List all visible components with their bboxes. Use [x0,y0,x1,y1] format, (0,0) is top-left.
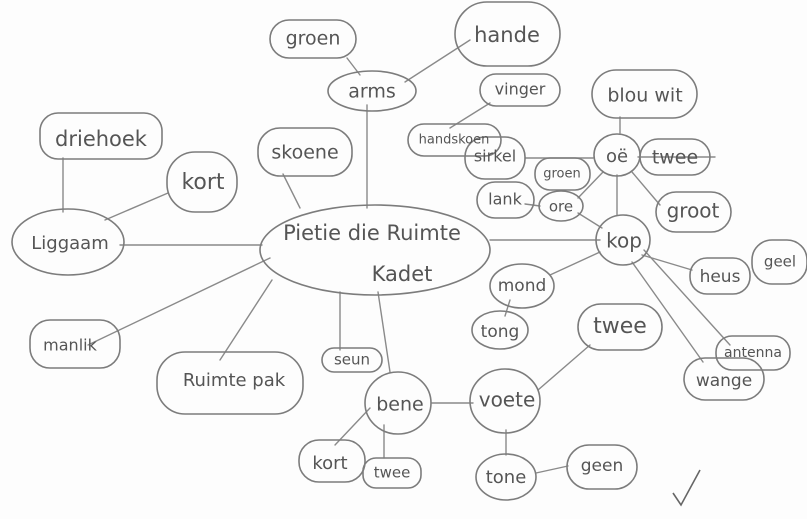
twee-bottom-label: twee [374,464,411,482]
node-shapes [11,1,807,501]
central-node-outline [259,204,491,296]
groen-small-outline [534,157,591,191]
kort-top-label: kort [181,170,224,195]
wange-label: wange [696,371,752,391]
ore-label: ore [549,198,573,216]
edge-center-manlik [87,257,271,346]
wange-outline [683,357,765,401]
central-label-line2: Kadet [372,262,433,286]
heus-label: heus [700,267,741,287]
edge-kop-heus [641,254,693,271]
tong-outline [471,310,529,350]
mond-outline [489,263,555,309]
geen-label: geen [581,456,623,476]
edge-kop-wange [631,261,704,363]
tong-label: tong [481,322,520,342]
node-labels: Pietie die Ruimte Kadet groen hande arms… [31,23,796,488]
edge-voete-twee [537,344,591,391]
edge-ore-lank [524,203,541,207]
oe-label: oë [606,146,628,167]
edge-center-bene [377,291,391,373]
liggaam-label: Liggaam [31,233,108,254]
twee-top-outline [639,138,711,176]
edge-center-ruimtepak [219,279,273,361]
edge-mond-tong [504,299,511,317]
edge-arms-hande [404,39,471,83]
edge-kop-mond [549,251,601,276]
hande-outline [454,1,561,67]
central-label-line1: Pietie die Ruimte [283,221,461,245]
twee-top-label: twee [652,147,698,169]
edge-oe-groot [631,171,661,206]
groen-outline [269,19,357,59]
geel-label: geel [764,253,796,271]
antenna-outline [715,335,791,371]
bene-label: bene [376,394,423,416]
groen-label: groen [286,28,341,50]
mond-label: mond [498,276,547,296]
groot-label: groot [667,199,720,223]
skoene-label: skoene [271,142,338,164]
edge-kop-ore [577,212,603,229]
tone-outline [475,453,537,501]
geel-outline [751,239,807,285]
kop-outline [595,214,651,266]
voete-label: voete [479,388,536,412]
sirkel-outline [464,136,526,180]
skoene-outline [257,127,353,177]
kort-bottom-label: kort [312,453,347,474]
antenna-label: antenna [724,345,782,361]
seun-label: seun [334,351,370,369]
ore-outline [538,190,584,222]
vinger-label: vinger [495,80,546,99]
ruimte-pak-outline [156,351,304,415]
edge-center-skoene [282,173,301,209]
arms-label: arms [348,81,396,103]
seun-outline [321,347,383,373]
groot-outline [655,191,732,233]
kort-top-outline [166,151,238,213]
liggaam-outline [11,208,125,276]
edge-oe-ore [577,171,604,199]
blou-wit-label: blou wit [607,85,682,107]
lank-label: lank [488,190,522,209]
handskoen-label: handskoen [419,133,490,148]
edge-liggaam-kort [104,192,169,221]
twee-mid-label: twee [593,314,647,339]
handskoen-outline [407,123,502,157]
ruimte-pak-label: Ruimte pak [183,370,286,391]
hande-label: hande [474,23,540,47]
blou-wit-outline [591,69,698,119]
geen-outline [566,444,638,490]
bene-outline [364,371,432,435]
driehoek-outline [39,112,163,160]
sirkel-label: sirkel [474,147,516,166]
edge-bene-kort [334,407,371,446]
edge-tone-geen [535,465,569,474]
kort-bottom-outline [298,439,366,483]
lank-outline [476,181,535,219]
manlik-label: manlik [43,336,97,355]
driehoek-label: driehoek [55,127,148,151]
manlik-outline [29,319,121,369]
edge-kop-antenna [643,249,731,346]
twee-bottom-outline [362,457,422,489]
kop-label: kop [606,229,642,253]
voete-outline [469,368,541,434]
groen-small-label: groen [543,167,581,182]
heus-outline [689,257,751,295]
arms-outline [327,70,417,112]
tone-label: tone [486,467,527,488]
check-mark-icon [672,469,701,507]
vinger-outline [479,73,561,107]
twee-mid-outline [577,303,663,351]
